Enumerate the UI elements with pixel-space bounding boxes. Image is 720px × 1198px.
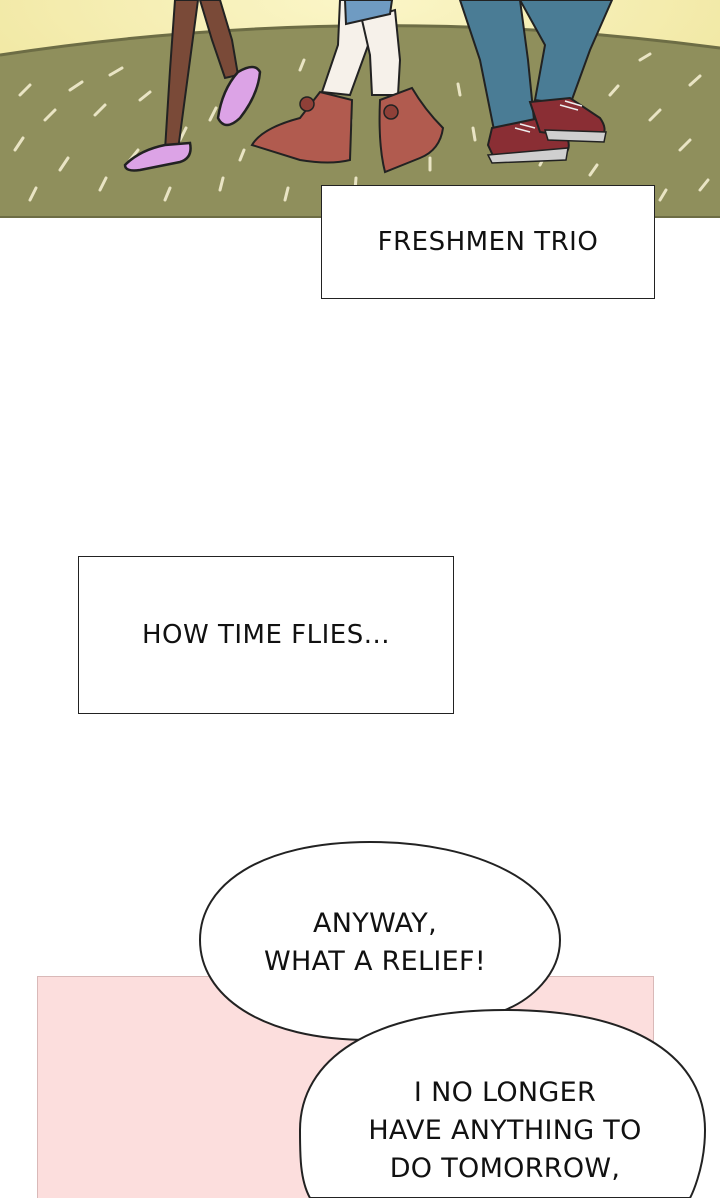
caption-text: FRESHMEN TRIO bbox=[377, 227, 599, 257]
caption-box-how-time-flies: HOW TIME FLIES... bbox=[78, 556, 454, 714]
illustration-panel-walking-feet bbox=[0, 0, 720, 218]
caption-text: HOW TIME FLIES... bbox=[142, 620, 390, 650]
figure-right-legs bbox=[458, 0, 614, 164]
speech-bubble-second-text: I NO LONGER HAVE ANYTHING TO DO TOMORROW… bbox=[320, 1074, 690, 1188]
figure-left-legs bbox=[123, 0, 262, 172]
bubble-line: ANYWAY, bbox=[313, 908, 437, 939]
speech-bubble-first-text: ANYWAY, WHAT A RELIEF! bbox=[220, 905, 530, 981]
caption-box-freshmen-trio: FRESHMEN TRIO bbox=[321, 185, 655, 299]
bubble-line: WHAT A RELIEF! bbox=[264, 946, 486, 977]
figure-middle-legs bbox=[250, 0, 445, 174]
bubble-line: DO TOMORROW, bbox=[389, 1153, 621, 1184]
bubble-line: I NO LONGER bbox=[413, 1077, 597, 1108]
bubble-line: HAVE ANYTHING TO bbox=[368, 1115, 642, 1146]
